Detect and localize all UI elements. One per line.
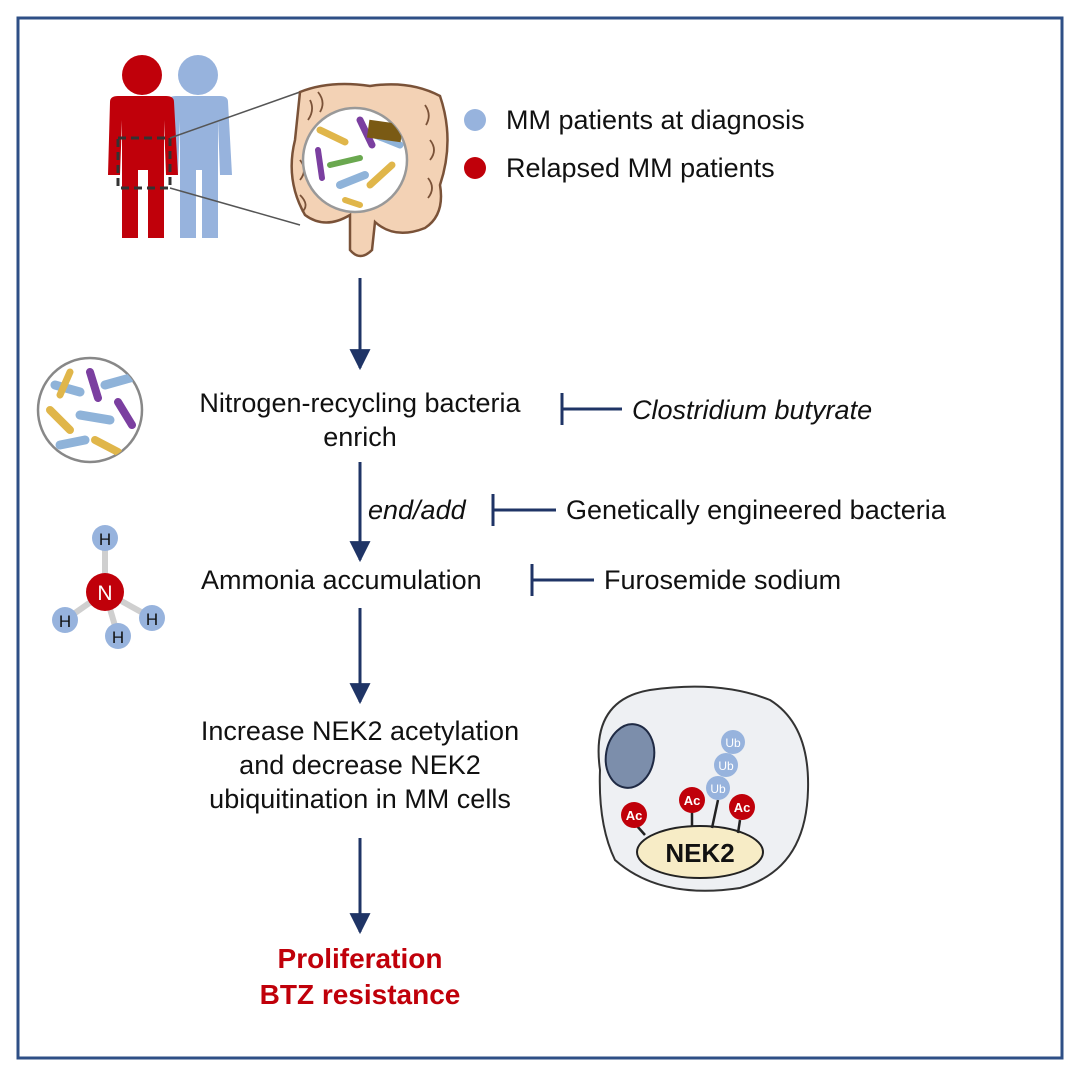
ammonia-molecule: N H H H H xyxy=(52,525,165,649)
acetyl-mark: Ac xyxy=(626,808,643,823)
outer-border xyxy=(16,16,1064,1060)
nek2-label: NEK2 xyxy=(665,838,734,868)
inhibitor-engineered-bacteria: Genetically engineered bacteria xyxy=(566,495,946,525)
nitrogen-atom-label: N xyxy=(97,582,112,605)
step3-line2: and decrease NEK2 xyxy=(239,750,481,780)
inhibition-bar-3 xyxy=(530,564,594,596)
outcome-text: Proliferation BTZ resistance xyxy=(200,941,520,1013)
hydrogen-atom-label: H xyxy=(112,628,124,647)
outcome-line2: BTZ resistance xyxy=(259,979,461,1010)
patient-blue-figure xyxy=(166,55,232,238)
step1-line2: enrich xyxy=(323,422,397,452)
microbiome-lens-icon xyxy=(301,106,409,214)
legend-label-relapsed: Relapsed MM patients xyxy=(506,153,775,183)
cell-nucleus xyxy=(604,723,656,789)
acetyl-mark: Ac xyxy=(734,800,751,815)
nek2-protein xyxy=(636,825,764,879)
inhibitor-clostridium-butyrate: Clostridium butyrate xyxy=(632,395,873,425)
dashed-gut-region xyxy=(116,136,172,190)
legend-label-diagnosis: MM patients at diagnosis xyxy=(506,105,805,135)
mm-cell-icon: NEK2 Ac Ac Ac Ub Ub Ub xyxy=(597,685,810,892)
inhibitor-furosemide-sodium: Furosemide sodium xyxy=(604,565,842,595)
hydrogen-atom-label: H xyxy=(59,612,71,631)
ubiquitin-mark: Ub xyxy=(725,736,741,750)
inhibition-bar-2 xyxy=(491,494,556,526)
acetyl-mark: Ac xyxy=(684,793,701,808)
bacteria-dish-icon xyxy=(36,356,144,464)
step3-line1: Increase NEK2 acetylation xyxy=(200,716,520,746)
step3-line3: ubiquitination in MM cells xyxy=(209,784,511,814)
ubiquitin-mark: Ub xyxy=(718,759,734,773)
step-ammonia-accumulation: Ammonia accumulation xyxy=(201,565,482,595)
hydrogen-atom-label: H xyxy=(99,530,111,549)
hydrogen-atom-label: H xyxy=(146,610,158,629)
legend-swatch-diagnosis xyxy=(464,109,486,131)
outcome-line1: Proliferation xyxy=(277,943,443,974)
inhibition-bar-1 xyxy=(560,393,622,425)
legend-swatch-relapsed xyxy=(464,157,486,179)
gene-label-end-add: end/add xyxy=(368,495,466,525)
step1-line1: Nitrogen-recycling bacteria xyxy=(199,388,521,418)
ubiquitin-mark: Ub xyxy=(710,782,726,796)
step-nek2-modification: Increase NEK2 acetylation and decrease N… xyxy=(160,714,560,816)
step-nitrogen-bacteria: Nitrogen-recycling bacteria enrich xyxy=(170,386,550,454)
patient-red-figure xyxy=(108,55,178,238)
